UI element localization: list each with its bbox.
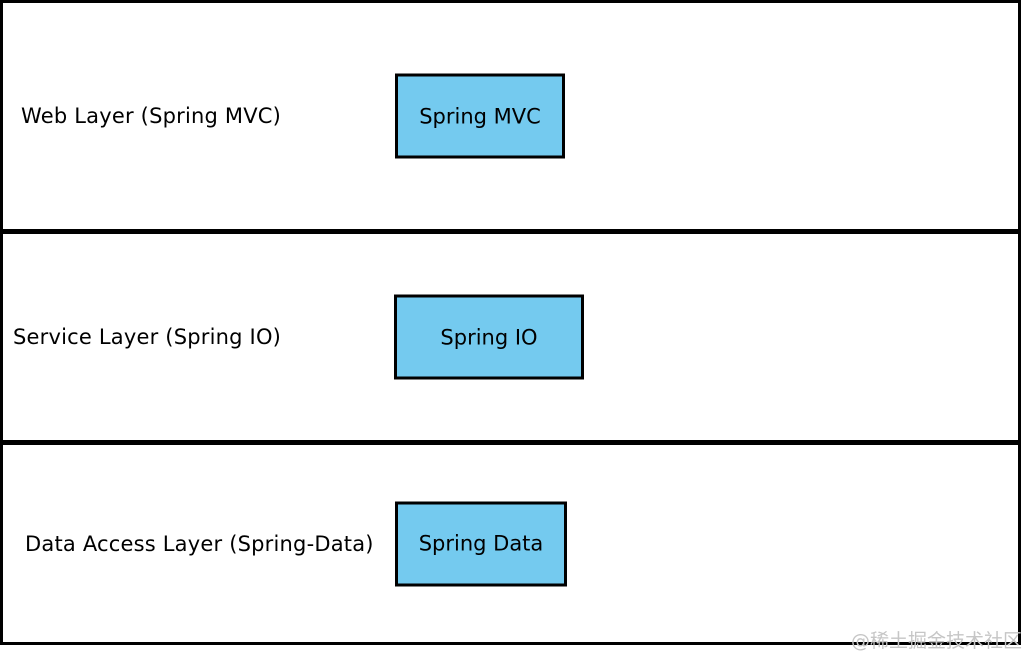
watermark-text: @稀土掘金技术社区: [850, 630, 1022, 652]
layer-row-data-access: Data Access Layer (Spring-Data) Spring D…: [3, 445, 1018, 642]
layer-row-service: Service Layer (Spring IO) Spring IO: [3, 234, 1018, 445]
spring-mvc-box: Spring MVC: [395, 73, 565, 159]
web-layer-label: Web Layer (Spring MVC): [21, 104, 282, 128]
layered-architecture-diagram: Web Layer (Spring MVC) Spring MVC Servic…: [0, 0, 1021, 645]
spring-io-box: Spring IO: [394, 294, 584, 380]
data-access-layer-label: Data Access Layer (Spring-Data): [25, 531, 374, 556]
spring-mvc-box-label: Spring MVC: [419, 104, 541, 128]
spring-data-box-label: Spring Data: [418, 531, 544, 556]
service-layer-label: Service Layer (Spring IO): [13, 325, 282, 349]
layer-row-web: Web Layer (Spring MVC) Spring MVC: [3, 3, 1018, 234]
spring-io-box-label: Spring IO: [440, 325, 538, 349]
spring-data-box: Spring Data: [395, 501, 567, 586]
